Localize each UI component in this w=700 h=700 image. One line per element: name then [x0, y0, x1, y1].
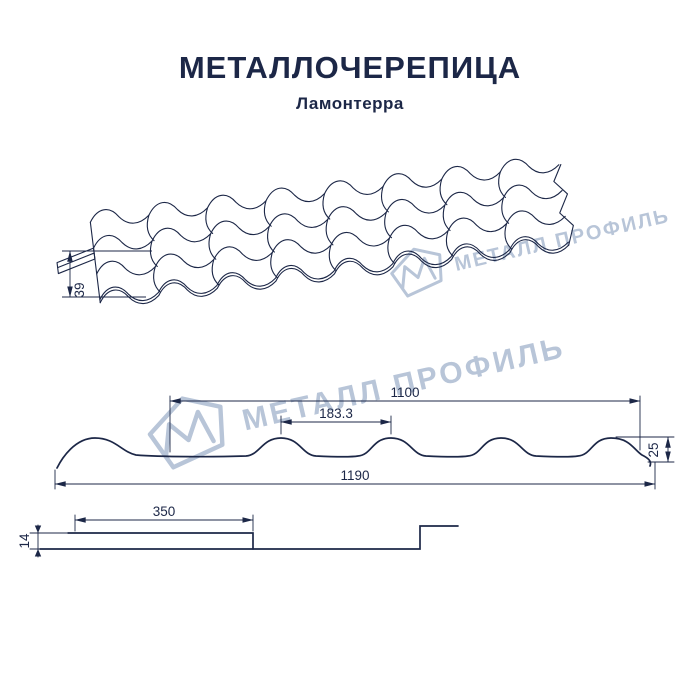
sheet-left-edge [89, 221, 101, 304]
brand-logo-icon [390, 247, 443, 298]
dimension-14: 14 [17, 524, 42, 558]
page-subtitle: Ламонтерра [296, 94, 404, 113]
dimension-350: 350 [74, 504, 254, 532]
brand-logo-icon [147, 396, 225, 470]
watermark-upper: МЕТАЛЛ ПРОФИЛЬ [382, 186, 676, 309]
dim-profile-height-label: 25 [646, 442, 661, 457]
dim-step-height-label: 14 [17, 533, 32, 549]
dim-full-width-label: 1190 [340, 468, 369, 483]
sheet-row-wave [88, 153, 561, 229]
dimension-25: 25 [615, 436, 675, 463]
dim-module-length-label: 350 [153, 504, 176, 519]
module-step-section: 350 14 [17, 504, 459, 558]
dimension-39: 39 [62, 250, 152, 298]
step-profile-line [67, 532, 254, 550]
watermark-middle: МЕТАЛЛ ПРОФИЛЬ [136, 305, 575, 488]
eaves-flange-inner-line [57, 252, 95, 269]
dim-persp-height-label: 39 [72, 282, 87, 297]
step-profile-line [39, 525, 459, 550]
dimension-1190: 1190 [54, 461, 656, 490]
page-title: МЕТАЛЛОЧЕРЕПИЦА [178, 50, 522, 85]
watermark-text: МЕТАЛЛ ПРОФИЛЬ [452, 204, 672, 276]
watermark-text: МЕТАЛЛ ПРОФИЛЬ [239, 331, 569, 438]
eaves-flange [56, 247, 96, 275]
